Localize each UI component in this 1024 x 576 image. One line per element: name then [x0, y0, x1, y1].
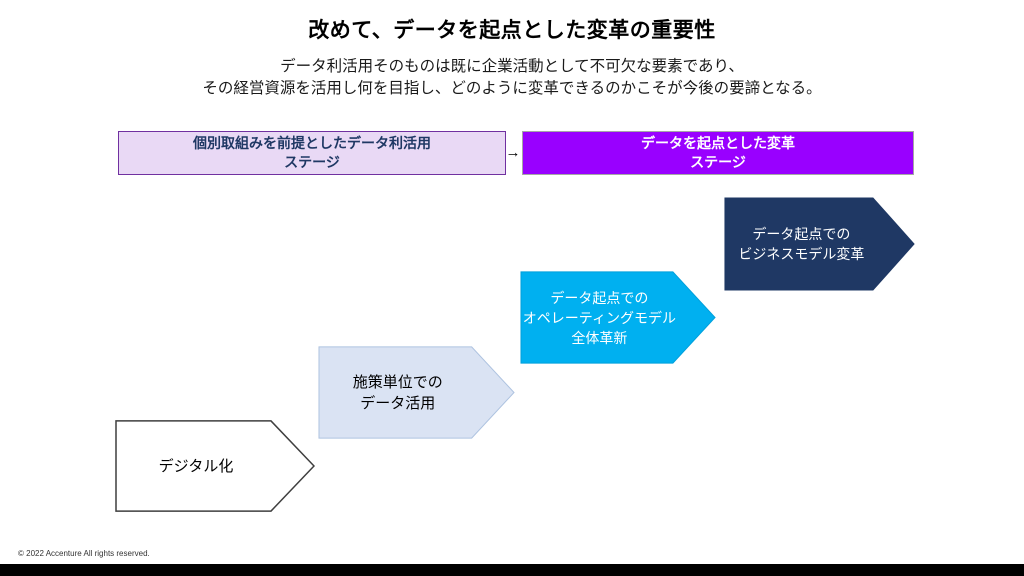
- step-label-line: オペレーティングモデル: [522, 309, 676, 326]
- bottom-black-bar: [0, 564, 1024, 576]
- step-label-line: ビジネスモデル変革: [738, 246, 865, 262]
- subtitle-line-2: その経営資源を活用し何を目指し、どのように変革できるのかこそが今後の要諦となる。: [202, 80, 822, 97]
- stage-left-line-1: 個別取組みを前提としたデータ利活用: [193, 135, 431, 151]
- stage-left-line-2: ステージ: [284, 154, 340, 170]
- step-label-line: データ起点での: [752, 226, 851, 242]
- slide-title: 改めて、データを起点とした変革の重要性: [308, 19, 716, 42]
- step-label: データ起点での オペレーティングモデル 全体革新: [520, 271, 716, 364]
- step-label: デジタル化: [115, 420, 315, 512]
- step-label: データ起点での ビジネスモデル変革: [724, 197, 915, 291]
- stage-right-line-2: ステージ: [690, 154, 746, 170]
- step-label-line: 全体革新: [571, 329, 628, 346]
- step-label-line: 施策単位での: [352, 373, 443, 391]
- step-label-line: デジタル化: [158, 457, 234, 475]
- step-per-measure-data-use: 施策単位での データ活用: [318, 346, 515, 439]
- stage-box-data-driven-transformation: データを起点とした変革 ステージ: [522, 131, 914, 175]
- chevron-shape: [318, 346, 515, 439]
- chevron-shape: [520, 271, 716, 364]
- chevron-shape: [724, 197, 915, 291]
- step-operating-model-reform: データ起点での オペレーティングモデル 全体革新: [520, 271, 716, 364]
- step-business-model-reform: データ起点での ビジネスモデル変革: [724, 197, 915, 291]
- step-label: 施策単位での データ活用: [318, 346, 515, 439]
- chevron-shape: [115, 420, 315, 512]
- step-label-line: データ活用: [360, 394, 436, 412]
- copyright-footer: © 2022 Accenture All rights reserved.: [18, 549, 150, 558]
- right-arrow-icon: →: [505, 143, 521, 161]
- stage-box-individual-data-use: 個別取組みを前提としたデータ利活用 ステージ: [118, 131, 506, 175]
- subtitle-line-1: データ利活用そのものは既に企業活動として不可欠な要素であり、: [280, 58, 744, 75]
- step-digitalization: デジタル化: [115, 420, 315, 512]
- stage-right-line-1: データを起点とした変革: [641, 135, 795, 151]
- step-label-line: データ起点での: [550, 289, 649, 306]
- slide-subtitle: データ利活用そのものは既に企業活動として不可欠な要素であり、 その経営資源を活用…: [0, 56, 1024, 100]
